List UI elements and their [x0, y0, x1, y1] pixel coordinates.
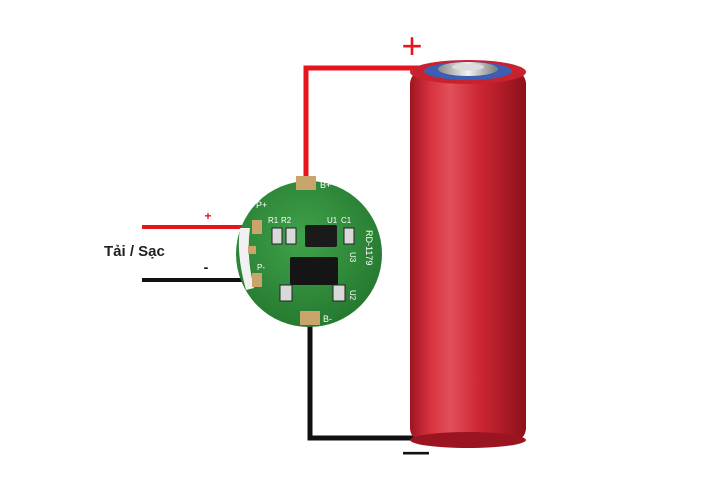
b-plus-pad [296, 176, 316, 190]
pad-label-b-minus: B- [323, 314, 332, 324]
pad-label-b-plus: B+ [320, 180, 331, 190]
component-label-u2: U2 [348, 290, 357, 301]
battery-positive-wire [303, 65, 420, 182]
battery-negative-symbol: — [403, 436, 429, 466]
pcb-white-edge [238, 228, 254, 290]
component-label-r1: R1 [268, 216, 279, 225]
pad-label-p-minus: P- [257, 263, 265, 272]
battery-bottom [410, 432, 526, 448]
pad-label-p-plus: P+ [256, 200, 267, 210]
chip-u1 [305, 225, 337, 247]
load-negative-symbol: - [204, 259, 209, 275]
pcb-model-label: RD-1179 [364, 230, 374, 265]
component-label-r2: R2 [281, 216, 292, 225]
p-minus-pad [252, 273, 262, 287]
component-label-u1: U1 [327, 216, 338, 225]
component-label-c1: C1 [341, 216, 352, 225]
load-charge-label: Tải / Sạc [104, 243, 165, 260]
battery-negative-wire [307, 323, 430, 441]
protection-pcb: B+ B- P+ P- R1 R2 U1 C1 U3 U2 RD-1179 [236, 176, 382, 327]
battery-positive-symbol: + [401, 25, 422, 66]
component-label-u3: U3 [348, 252, 357, 263]
p-plus-pad [252, 220, 262, 234]
battery-body [410, 70, 526, 442]
chip-u2 [290, 257, 338, 285]
load-positive-symbol: + [204, 209, 211, 223]
battery-cell [410, 60, 526, 448]
b-minus-pad [300, 311, 320, 325]
